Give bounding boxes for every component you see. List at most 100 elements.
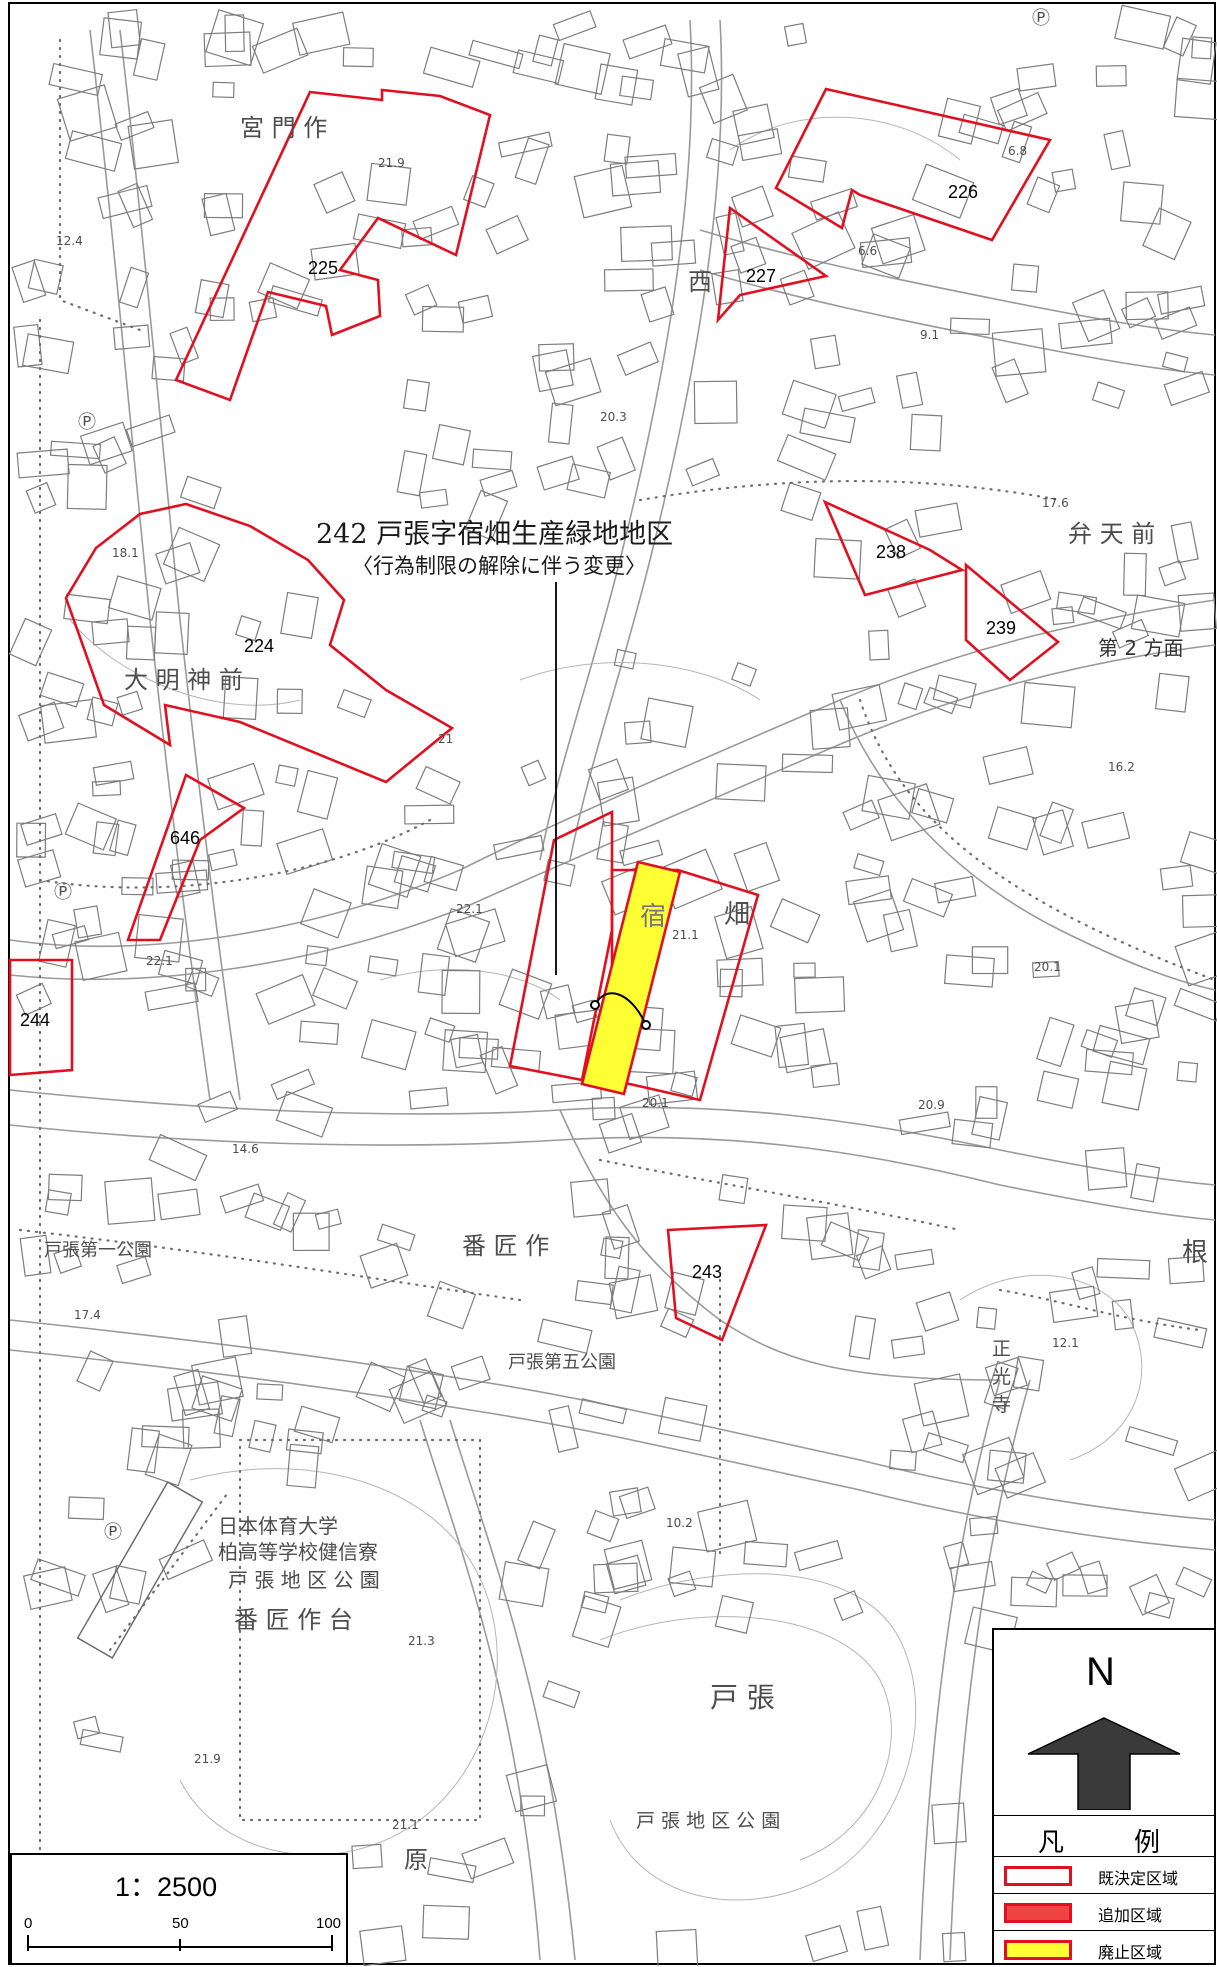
building-outline [498,1561,550,1608]
building-outline [47,1173,83,1202]
building-outline [91,618,130,646]
building-outline [116,690,144,716]
building-outline [1036,1070,1080,1110]
place-bansho-dai: 番 匠 作 台 [234,1606,353,1634]
building-outline [222,676,259,721]
zone-238 [822,499,966,597]
building-outline [291,11,351,56]
building-outline [423,855,465,892]
building-outline [462,174,495,209]
building-outline [901,1410,943,1454]
building-outline [1175,1566,1213,1598]
building-outline [79,1728,124,1753]
roads [9,19,1216,1961]
building-outline [931,1802,967,1845]
building-outline [1128,1573,1171,1616]
building-outline [313,171,356,214]
parking-icon: Ⓟ [54,882,72,903]
zone-label-244: 244 [20,1010,51,1030]
building-outline [426,1280,477,1330]
building-outline [1071,289,1121,343]
place-nishi: 西 [688,268,712,296]
zone-239 [964,562,1061,682]
building-outline [730,236,767,274]
building-outline [848,1315,877,1360]
building-outline [107,8,142,49]
building-outline [853,852,885,877]
building-outline [407,1358,443,1405]
building-outline [618,1486,656,1520]
building-outline [412,205,460,241]
building-outline [1096,1257,1151,1280]
building-outline [299,888,352,939]
building-outline [719,968,744,998]
building-blocks [8,4,1217,1966]
building-outline [596,776,640,827]
building-outline [485,214,530,255]
elevation-label: 20.3 [600,410,627,424]
building-outline [932,674,977,709]
scale-ruler [27,1935,333,1951]
zone-label-243: 243 [692,1262,723,1282]
zone-label-238: 238 [876,542,907,562]
building-outline [1124,1425,1179,1457]
building-outline [949,1560,996,1593]
zone-225 [174,88,492,402]
building-outline [715,212,745,256]
building-outline [989,87,1028,126]
building-outline [937,97,982,145]
elevation-label: 21.9 [194,1752,221,1766]
elevation-label: 17.4 [74,1308,101,1322]
legend-swatch-added [1004,1903,1072,1923]
elevation-label: 6.6 [858,244,878,258]
place-tobari: 戸 張 [710,1681,775,1714]
building-outline [538,343,575,372]
building-outline [536,1318,593,1354]
building-outline [1153,306,1198,340]
building-outline [22,1566,73,1611]
building-outline [17,701,65,742]
building-outline [388,1370,448,1425]
building-outline [426,1857,477,1884]
building-outline [155,541,201,585]
building-outline [1153,1317,1208,1349]
building-outline [244,1192,291,1232]
building-outline [49,440,102,460]
building-outline [986,1449,1027,1484]
building-outline [781,379,837,429]
building-outline [609,159,662,197]
building-outline [941,1931,967,1963]
building-outline [868,629,890,661]
zone-244 [8,958,74,1077]
building-outline [248,297,278,323]
elevation-label: 21.1 [672,928,699,942]
building-outline [479,469,518,497]
building-outline [422,1904,471,1940]
building-outline [544,357,602,407]
building-outline [1158,560,1187,587]
building-outline [360,1018,417,1071]
north-arrow-icon [1027,1717,1181,1810]
zone-label-224: 224 [244,636,275,656]
building-outline [1101,1060,1148,1111]
building-outline [1163,370,1211,407]
building-outline [1173,77,1217,121]
building-outline [996,91,1048,133]
building-outline [793,962,816,978]
building-outline [418,488,449,509]
building-outline [67,1496,105,1521]
building-outline [190,1356,244,1406]
building-outline [547,402,574,445]
building-outline [118,266,150,309]
place-bansho: 番 匠 作 [462,1232,550,1260]
building-outline [613,648,637,670]
building-outline [934,875,977,904]
building-outline [1020,681,1076,729]
building-outline [806,1212,854,1261]
building-outline [543,858,576,887]
building-outline [25,481,57,514]
zone-label-227: 227 [746,266,777,286]
zone-label-646: 646 [170,828,201,848]
building-outline [685,457,721,487]
building-outline [670,1071,698,1098]
